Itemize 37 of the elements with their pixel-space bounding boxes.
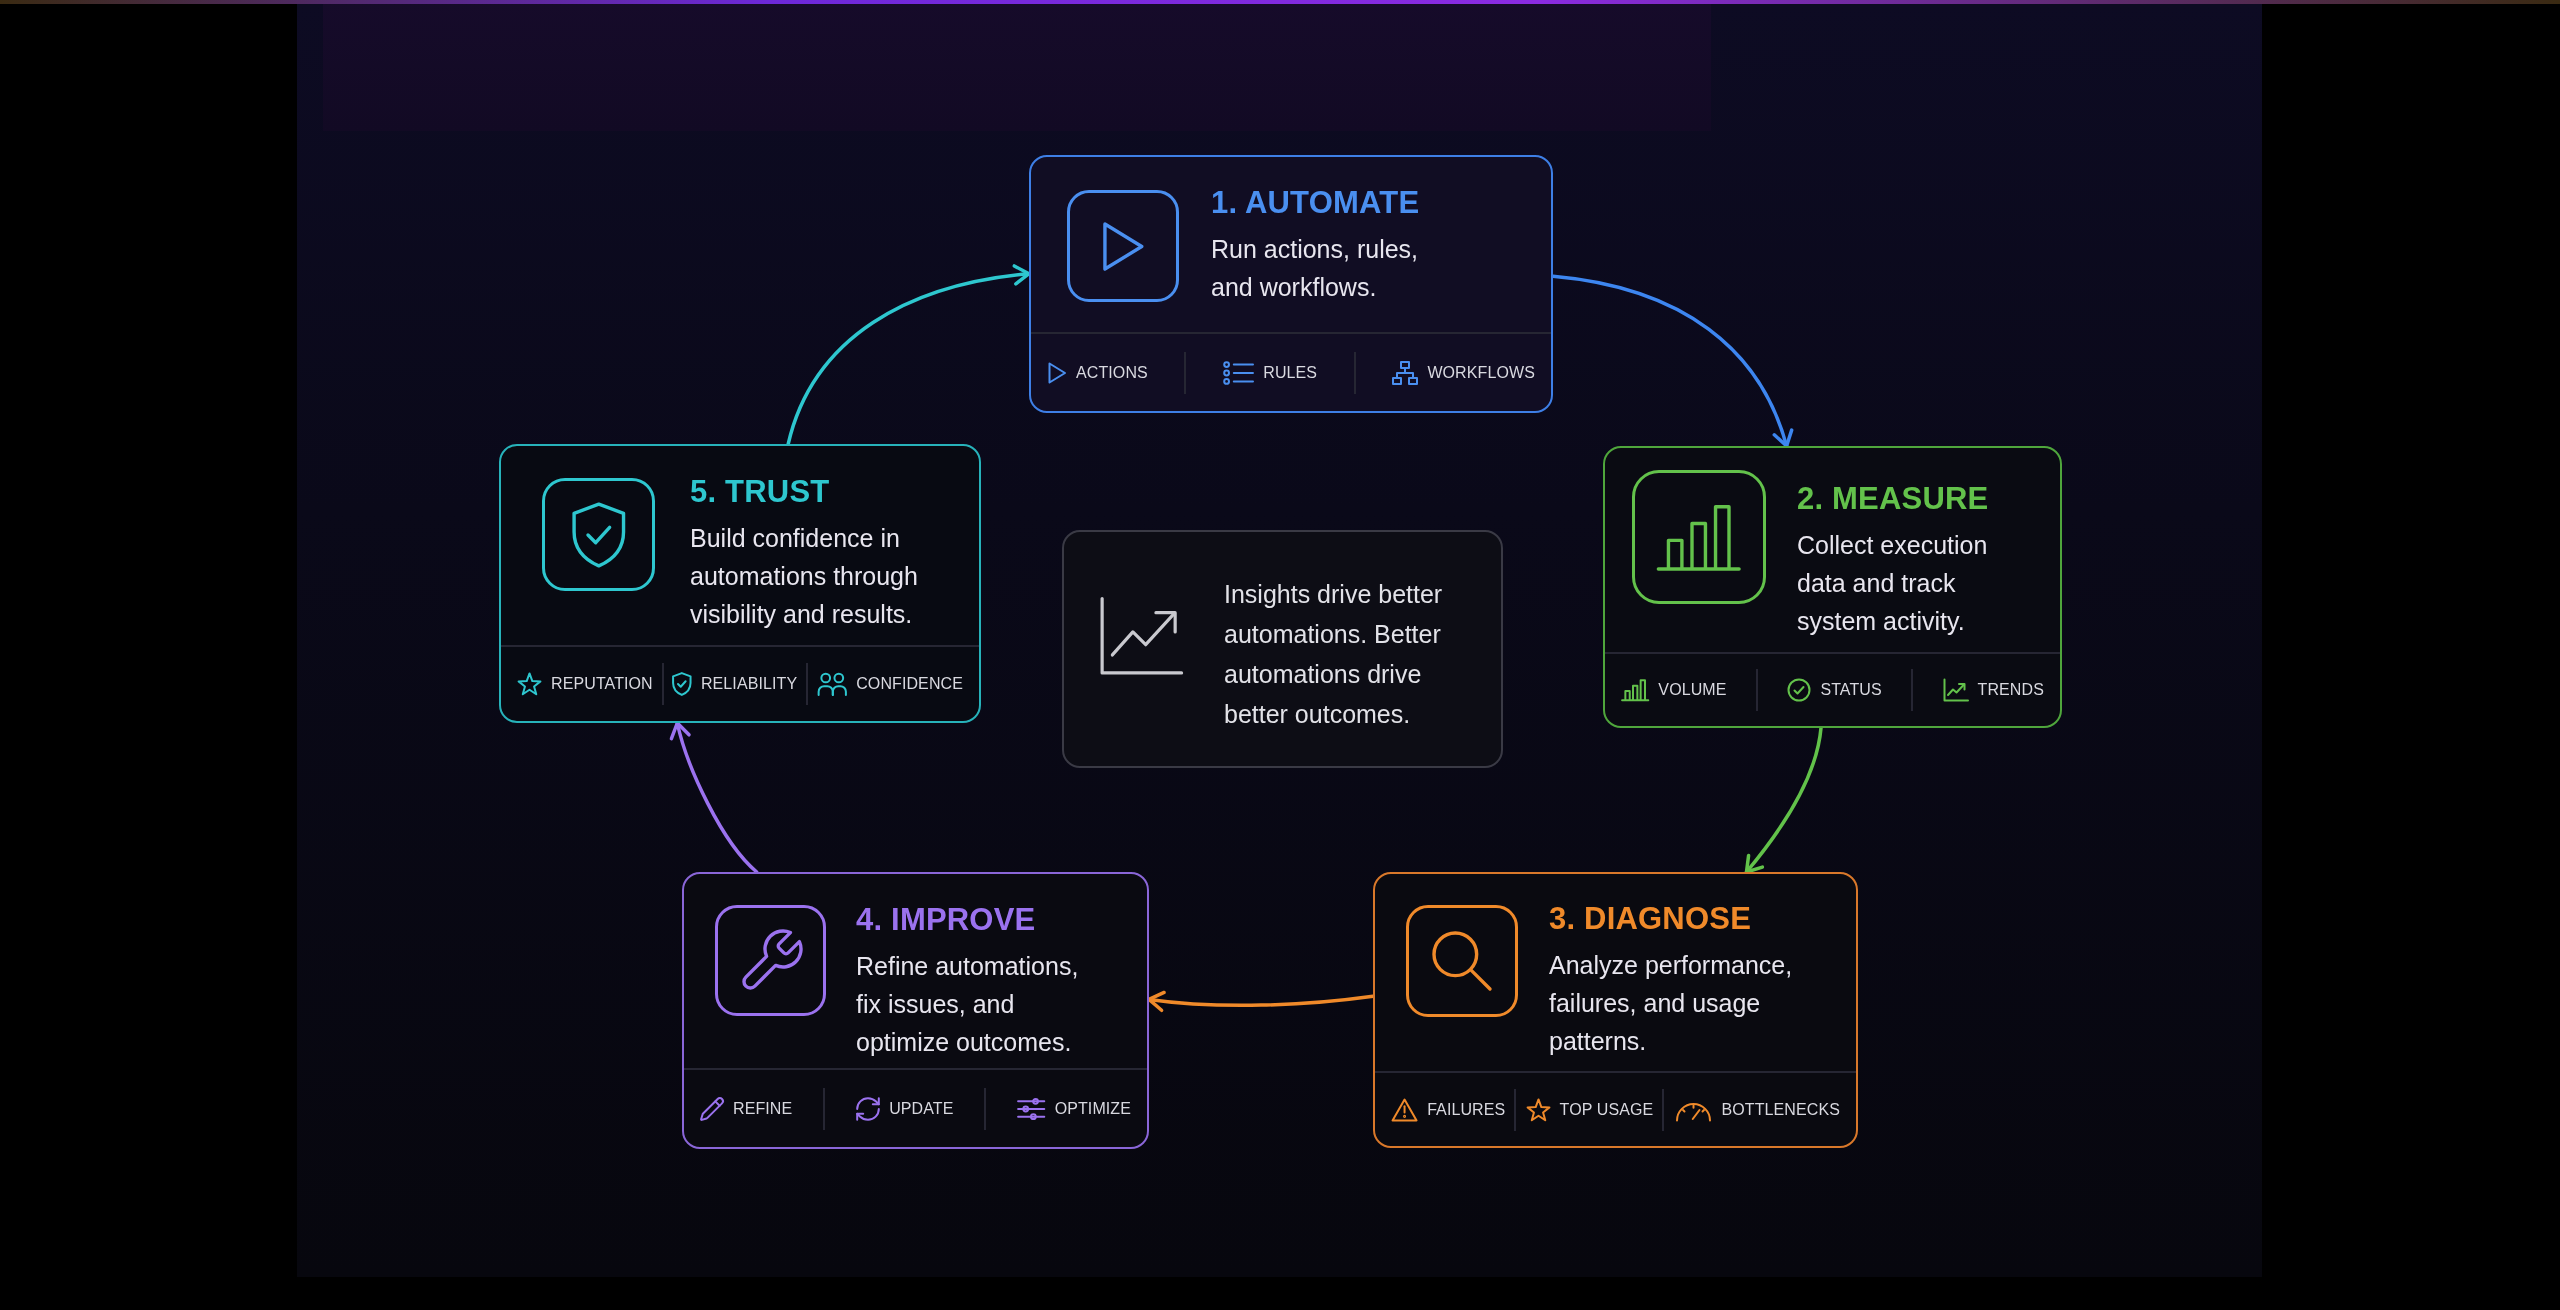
feature-label: REPUTATION — [551, 674, 653, 694]
card-title: 3. DIAGNOSE — [1549, 901, 1752, 937]
feature-label: TOP USAGE — [1559, 1099, 1654, 1120]
feature-label: FAILURES — [1427, 1099, 1506, 1120]
step-card — [682, 872, 1149, 1149]
feature-label: CONFIDENCE — [856, 674, 963, 694]
feature-label: WORKFLOWS — [1427, 362, 1535, 383]
feature-label: STATUS — [1820, 680, 1882, 700]
card-description: Analyze performance, failures, and usage patterns. — [1549, 950, 1794, 1057]
curved-arrow — [1551, 274, 1793, 448]
card-description: Collect execution data and track system activity. — [1797, 530, 1989, 637]
feature-label: UPDATE — [889, 1098, 954, 1119]
feature-label: VOLUME — [1658, 680, 1727, 700]
curved-arrow — [1744, 726, 1823, 874]
card-title: 5. TRUST — [690, 474, 830, 510]
card-description: Build confidence in automations through visibility and results. — [690, 523, 919, 630]
card-title: 1. AUTOMATE — [1211, 185, 1420, 221]
feature-label: OPTIMIZE — [1054, 1098, 1131, 1119]
curved-arrow — [786, 264, 1031, 446]
summary-text: Insights drive better automations. Better automations drive better outcomes. — [1224, 579, 1444, 730]
card-title: 2. MEASURE — [1797, 481, 1989, 517]
curved-arrow — [670, 721, 759, 874]
step-card — [499, 444, 981, 723]
curved-arrow — [1147, 990, 1375, 1012]
step-card — [1373, 872, 1858, 1148]
feature-label: TRENDS — [1977, 680, 2044, 700]
card-description: Refine automations, fix issues, and optimize outcomes. — [856, 951, 1080, 1058]
feature-label: ACTIONS — [1076, 362, 1148, 383]
step-card — [1603, 446, 2062, 728]
feature-label: REFINE — [733, 1098, 793, 1119]
summary-card — [1062, 530, 1503, 768]
feature-label: BOTTLENECKS — [1721, 1099, 1840, 1120]
card-description: Run actions, rules, and workflows. — [1211, 234, 1420, 303]
feature-label: RELIABILITY — [700, 674, 798, 694]
feature-label: RULES — [1263, 362, 1318, 383]
card-title: 4. IMPROVE — [856, 902, 1036, 938]
step-card — [1029, 155, 1553, 413]
